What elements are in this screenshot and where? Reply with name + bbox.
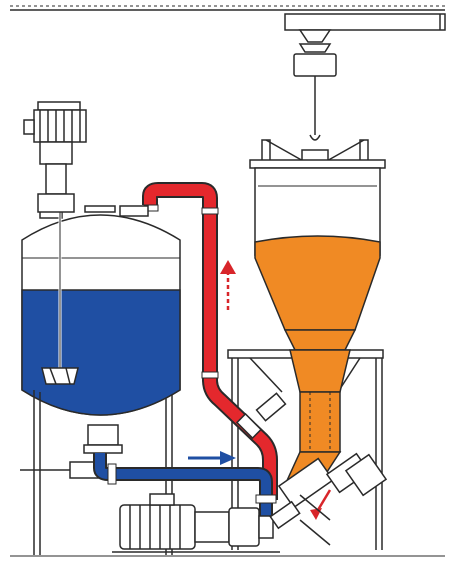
red-upflow-arrow (220, 260, 236, 310)
recirculation-pipe (142, 182, 287, 500)
suction-pipe (93, 453, 277, 520)
pump (112, 493, 280, 553)
agitator-motor (23, 101, 87, 213)
mixing-tank (20, 205, 181, 555)
mixing-valve (269, 452, 388, 546)
hoist (293, 29, 337, 163)
bulk-bag (249, 139, 386, 351)
blue-flow-arrow (188, 451, 236, 465)
overhead-rail (10, 5, 446, 31)
